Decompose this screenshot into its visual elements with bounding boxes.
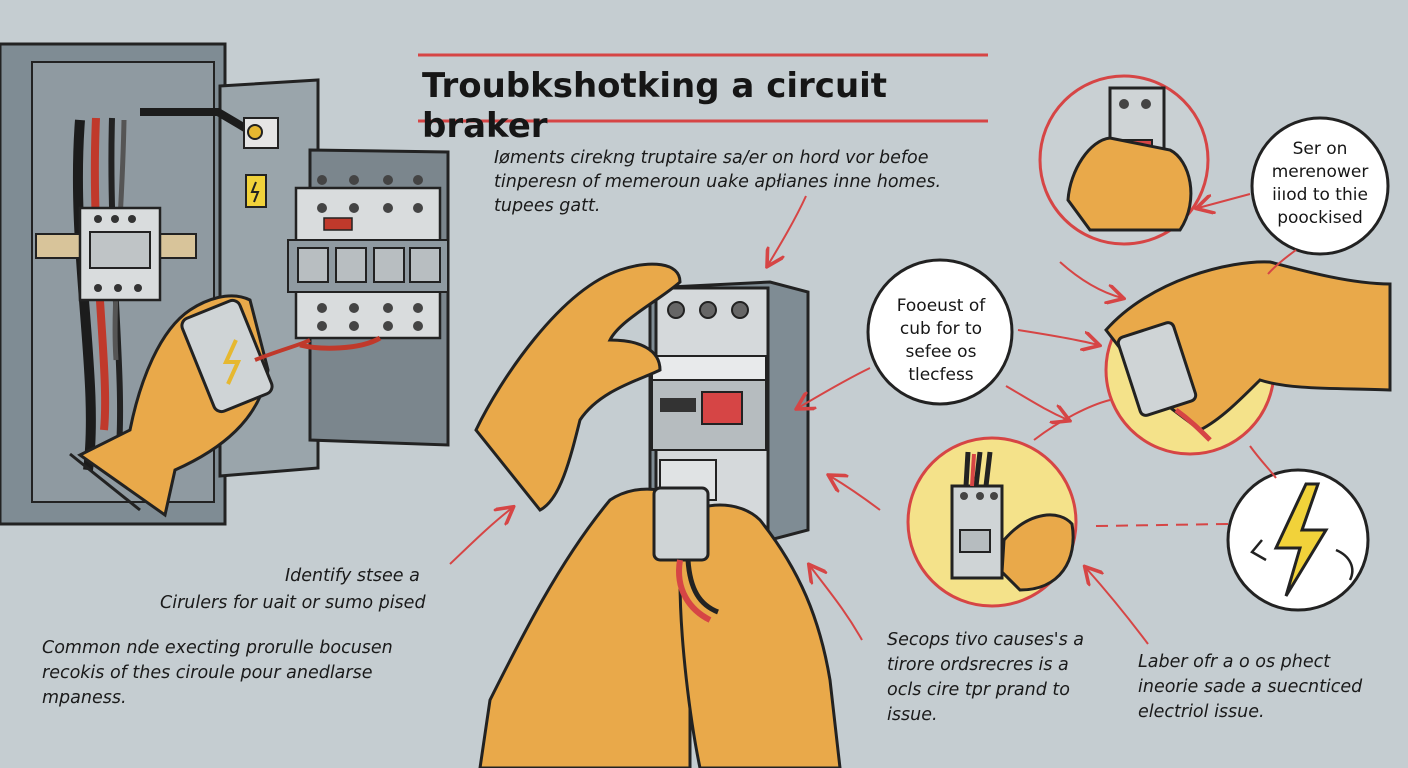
note-line: ineorie sade a suecnticed: [1138, 677, 1363, 697]
circle-right-detail: [1104, 260, 1392, 456]
bubble-mid-circle: [866, 258, 1014, 406]
circle-lower-detail: [906, 436, 1078, 608]
bubble-line: merenower: [1271, 162, 1369, 182]
bubble-line: cub for to: [899, 319, 983, 339]
page-title: Troubkshotking a circuit braker: [422, 66, 888, 146]
bubble-line: sefee os: [905, 342, 977, 362]
note-line: ocls cire tpr prand to: [887, 680, 1070, 700]
bottom-right-note: Laber ofr a o os phect ineorie sade a su…: [1138, 650, 1362, 725]
intro-text: Iøments cirekng truptaire sa/er on hord …: [494, 146, 941, 218]
intro-line: Iøments cirekng truptaire sa/er on hord …: [494, 148, 929, 168]
bubble-line: Ser on: [1292, 139, 1348, 159]
bubble-top-text: Ser on merenower iiıod to thie poockised: [1255, 138, 1385, 230]
left-note-identify: Identify stsee a: [285, 566, 420, 586]
left-note-common: Common nde execting prorulle bocusen rec…: [42, 636, 393, 711]
left-note-circulers: Cirulers for uait or sumo pised: [160, 593, 426, 613]
bubble-line: tlecfess: [908, 365, 974, 385]
lightning-icon: [1273, 482, 1329, 597]
bubble-line: poockised: [1277, 208, 1363, 228]
left-hand-tester: [69, 294, 311, 518]
left-note-line: Common nde execting prorulle bocusen: [42, 638, 393, 658]
note-line: Laber ofr a o os phect: [1138, 652, 1331, 672]
bubble-top-circle: [1250, 116, 1390, 256]
left-note-line: recokis of thes ciroule pour anedlarse: [42, 663, 373, 683]
note-line: Secops tivo causes's a: [887, 630, 1084, 650]
left-note-line: mpaness.: [42, 688, 127, 708]
lightning-bubble: [1226, 468, 1370, 612]
circle-top-detail: [1038, 74, 1210, 246]
intro-line: tupees gatt.: [494, 196, 601, 216]
center-top-hand: [474, 262, 682, 512]
bubble-line: Fooeust of: [896, 296, 986, 316]
note-line: tirore ordsrecres is a: [887, 655, 1069, 675]
intro-line: tinperesn of memeroun uake apłianes inne…: [494, 172, 942, 192]
note-line: issue.: [887, 705, 938, 725]
bottom-mid-note: Secops tivo causes's a tirore ordsrecres…: [887, 628, 1084, 728]
bubble-mid-text: Fooeust of cub for to sefee os tlecfess: [866, 295, 1016, 387]
note-line: electriol issue.: [1138, 702, 1265, 722]
electrical-panel: [0, 42, 450, 526]
center-bottom-hands: [478, 486, 842, 768]
bubble-line: iiıod to thie: [1272, 185, 1368, 205]
